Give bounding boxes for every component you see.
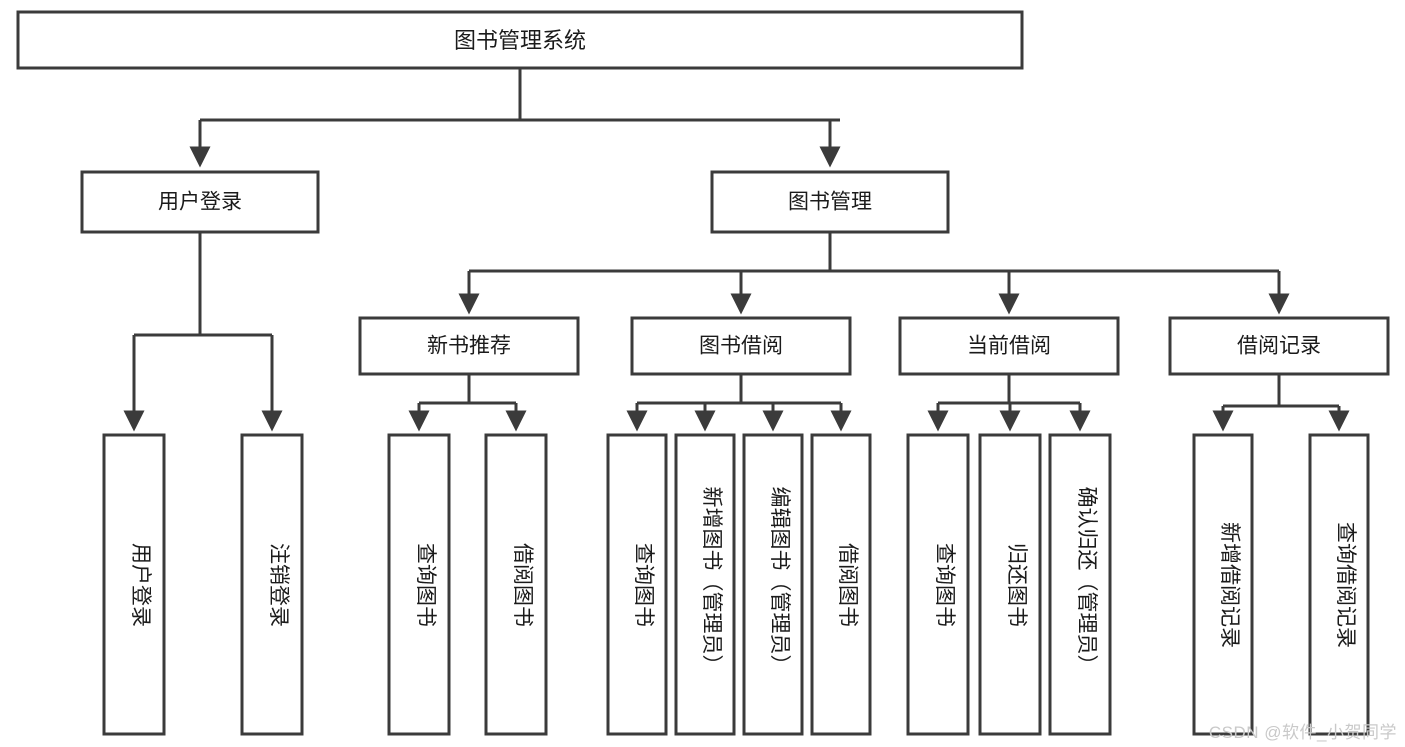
node-book-borrow[interactable]: 图书借阅 — [630, 316, 852, 376]
node-current-borrow-box[interactable] — [898, 316, 1120, 376]
leaf-confirm-return[interactable]: 确认归还（管理员） — [1048, 433, 1112, 736]
leaf-confirm-return-label: 确认归还（管理员） — [1075, 487, 1098, 676]
node-book-borrow-label: 图书借阅 — [699, 335, 783, 358]
leaf-query-book-3[interactable]: 查询图书 — [906, 433, 970, 736]
leaf-edit-book-label: 编辑图书（管理员） — [768, 487, 791, 676]
leaf-borrow-book-1[interactable]: 借阅图书 — [484, 433, 548, 736]
leaf-borrow-book-2-label: 借阅图书 — [836, 543, 859, 627]
leaf-user-logout-box[interactable] — [240, 433, 304, 736]
leaf-query-book-3-label: 查询图书 — [933, 543, 956, 627]
leaf-user-login-do-box[interactable] — [102, 433, 166, 736]
node-book-manage-label: 图书管理 — [788, 191, 872, 214]
leaf-query-book-3-box[interactable] — [906, 433, 970, 736]
leaf-confirm-return-box[interactable] — [1048, 433, 1112, 736]
leaf-query-book-1-label: 查询图书 — [414, 543, 437, 627]
leaf-return-book-box[interactable] — [978, 433, 1042, 736]
leaf-add-borrow-record[interactable]: 新增借阅记录 — [1192, 433, 1254, 736]
node-current-borrow[interactable]: 当前借阅 — [898, 316, 1120, 376]
leaf-borrow-book-2-box[interactable] — [810, 433, 872, 736]
node-book-borrow-box[interactable] — [630, 316, 852, 376]
node-new-book-recommend-label: 新书推荐 — [427, 335, 511, 358]
leaf-borrow-book-1-box[interactable] — [484, 433, 548, 736]
leaf-user-logout[interactable]: 注销登录 — [240, 433, 304, 736]
leaf-borrow-book-2[interactable]: 借阅图书 — [810, 433, 872, 736]
node-root[interactable]: 图书管理系统 — [16, 10, 1024, 70]
leaf-query-book-2-label: 查询图书 — [632, 543, 655, 627]
leaf-add-borrow-record-box[interactable] — [1192, 433, 1254, 736]
node-user-login[interactable]: 用户登录 — [80, 170, 320, 234]
leaf-user-login-do[interactable]: 用户登录 — [102, 433, 166, 736]
csdn-watermark: CSDN @软件_小贺同学 — [1208, 723, 1397, 742]
leaf-return-book[interactable]: 归还图书 — [978, 433, 1042, 736]
leaf-edit-book-box[interactable] — [742, 433, 804, 736]
leaf-query-book-2[interactable]: 查询图书 — [606, 433, 668, 736]
leaf-query-book-1[interactable]: 查询图书 — [387, 433, 451, 736]
leaf-borrow-book-1-label: 借阅图书 — [511, 543, 534, 627]
node-borrow-record-box[interactable] — [1168, 316, 1390, 376]
node-book-manage[interactable]: 图书管理 — [710, 170, 950, 234]
node-user-login-box[interactable] — [80, 170, 320, 234]
leaf-user-login-do-label: 用户登录 — [129, 543, 152, 627]
node-borrow-record-label: 借阅记录 — [1237, 335, 1321, 358]
leaf-query-borrow-record[interactable]: 查询借阅记录 — [1308, 433, 1370, 736]
node-new-book-recommend[interactable]: 新书推荐 — [358, 316, 580, 376]
leaf-add-book-label: 新增图书（管理员） — [700, 487, 723, 676]
node-root-label: 图书管理系统 — [454, 28, 586, 53]
leaf-query-book-2-box[interactable] — [606, 433, 668, 736]
leaf-query-borrow-record-label: 查询借阅记录 — [1334, 522, 1357, 648]
edge-layer — [123, 68, 1350, 432]
node-borrow-record[interactable]: 借阅记录 — [1168, 316, 1390, 376]
node-book-manage-box[interactable] — [710, 170, 950, 234]
leaf-query-borrow-record-box[interactable] — [1308, 433, 1370, 736]
leaf-query-book-1-box[interactable] — [387, 433, 451, 736]
leaf-return-book-label: 归还图书 — [1005, 543, 1028, 627]
leaf-add-book[interactable]: 新增图书（管理员） — [674, 433, 736, 736]
node-root-box[interactable] — [16, 10, 1024, 70]
leaf-user-logout-label: 注销登录 — [267, 543, 290, 627]
node-current-borrow-label: 当前借阅 — [967, 335, 1051, 358]
leaf-add-borrow-record-label: 新增借阅记录 — [1218, 522, 1241, 648]
node-new-book-recommend-box[interactable] — [358, 316, 580, 376]
node-user-login-label: 用户登录 — [158, 191, 242, 214]
leaf-add-book-box[interactable] — [674, 433, 736, 736]
leaf-edit-book[interactable]: 编辑图书（管理员） — [742, 433, 804, 736]
